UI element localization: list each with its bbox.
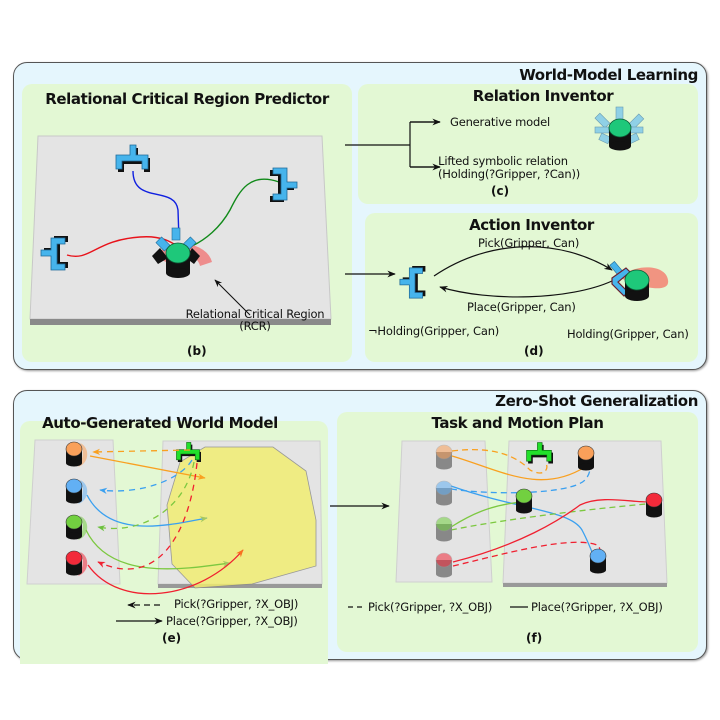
f-initial-object-red bbox=[435, 552, 453, 578]
e-place-orange bbox=[89, 455, 206, 480]
world-model-title: Auto-Generated World Model bbox=[42, 414, 278, 432]
e-legend-pick-label: Pick(?Gripper, ?X_OBJ) bbox=[174, 597, 299, 611]
e-place-red bbox=[87, 549, 244, 595]
tag-e: (e) bbox=[162, 631, 182, 645]
can-with-rcr-icon bbox=[152, 227, 212, 278]
f-pick-green bbox=[450, 503, 647, 531]
rcr-annotation-arrow bbox=[214, 279, 251, 316]
action-inventor-title: Action Inventor bbox=[469, 216, 594, 234]
placement-region bbox=[166, 446, 317, 589]
gripper-open-icon bbox=[399, 266, 426, 299]
rcr-trajectory-green bbox=[191, 178, 280, 247]
tag-f: (f) bbox=[526, 631, 543, 645]
rcr-table bbox=[29, 135, 332, 325]
place-arrow bbox=[439, 280, 613, 298]
rcr-trajectory-red bbox=[66, 236, 181, 257]
f-place-green bbox=[450, 501, 523, 528]
gripper-holding-can-icon bbox=[609, 261, 669, 301]
f-initial-object-green bbox=[435, 516, 453, 542]
pick-action-label: Pick(Gripper, Can) bbox=[478, 236, 580, 250]
generative-model-label: Generative model bbox=[450, 115, 550, 129]
e-pick-green bbox=[97, 461, 195, 532]
f-left-table bbox=[395, 440, 493, 583]
connector-b-to-c bbox=[345, 121, 440, 168]
pick-arrow bbox=[433, 246, 613, 277]
world-model-learning-title: World-Model Learning bbox=[519, 66, 698, 84]
holding-state-label: Holding(Gripper, Can) bbox=[567, 327, 689, 341]
f-place-orange bbox=[451, 455, 586, 481]
e-object-green bbox=[65, 514, 88, 540]
f-legend-pick-label: Pick(?Gripper, ?X_OBJ) bbox=[368, 600, 493, 614]
f-place-red bbox=[452, 498, 649, 563]
f-goal-object-green bbox=[515, 488, 533, 514]
f-right-table bbox=[502, 440, 668, 587]
e-pick-orange bbox=[92, 448, 191, 455]
e-object-orange bbox=[65, 441, 88, 467]
f-pick-red bbox=[452, 541, 601, 567]
f-legend-place-label: Place(?Gripper, ?X_OBJ) bbox=[531, 600, 663, 614]
rcr-annotation-label: Relational Critical Region (RCR) bbox=[185, 307, 325, 333]
e-place-blue bbox=[86, 494, 208, 527]
relation-inventor-panel bbox=[358, 84, 698, 204]
tag-c: (c) bbox=[491, 184, 510, 198]
f-initial-object-orange bbox=[435, 444, 453, 470]
relation-inventor-title: Relation Inventor bbox=[472, 87, 614, 105]
e-object-red bbox=[65, 550, 88, 576]
e-pick-blue bbox=[99, 459, 193, 494]
tag-d: (d) bbox=[524, 344, 544, 358]
f-goal-object-red bbox=[645, 492, 663, 518]
lifted-relation-label: Lifted symbolic relation (Holding(?Gripp… bbox=[438, 154, 581, 181]
f-pick-orange bbox=[451, 449, 548, 474]
tamp-title: Task and Motion Plan bbox=[431, 414, 604, 432]
tag-b: (b) bbox=[187, 344, 207, 358]
e-place-green bbox=[85, 529, 231, 570]
f-goal-object-blue bbox=[589, 548, 607, 574]
f-initial-object-blue bbox=[435, 480, 453, 506]
e-left-table bbox=[26, 439, 121, 585]
e-legend-place-label: Place(?Gripper, ?X_OBJ) bbox=[166, 614, 298, 628]
e-object-blue bbox=[65, 478, 88, 504]
e-pick-red bbox=[97, 462, 198, 570]
not-holding-state-label: ¬Holding(Gripper, Can) bbox=[368, 324, 500, 338]
generative-model-icon bbox=[594, 106, 645, 151]
zero-shot-generalization-title: Zero-Shot Generalization bbox=[495, 392, 698, 410]
rcr-trajectory-blue bbox=[132, 170, 180, 241]
rcr-predictor-title: Relational Critical Region Predictor bbox=[45, 90, 329, 108]
place-action-label: Place(Gripper, Can) bbox=[467, 300, 576, 314]
f-goal-object-orange bbox=[577, 445, 595, 471]
